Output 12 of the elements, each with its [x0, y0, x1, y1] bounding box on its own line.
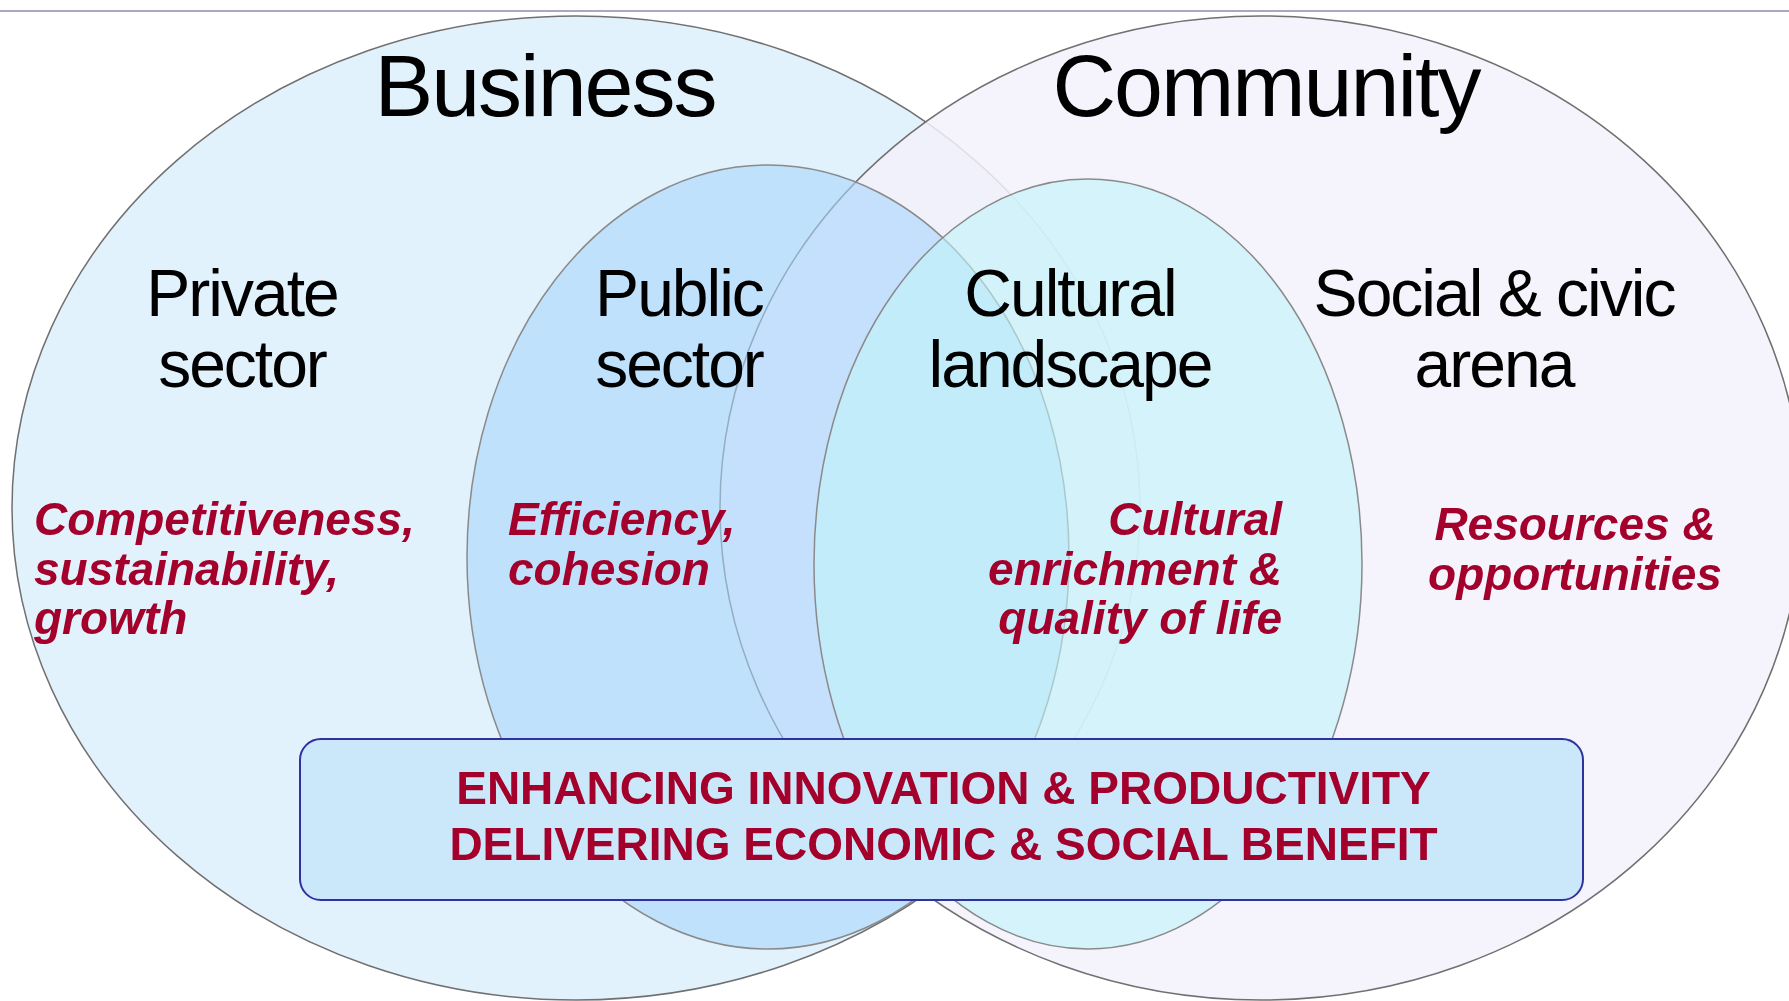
banner-box — [299, 738, 1584, 901]
sector-label: Cultural landscape — [927, 258, 1213, 401]
circle-title: Business — [373, 38, 717, 134]
goal-text: Competitiveness, sustainability, growth — [34, 495, 416, 644]
goal-text: Resources & opportunities — [1427, 500, 1723, 600]
sector-label: Private sector — [145, 258, 339, 401]
sector-label: Social & civic arena — [1312, 258, 1676, 401]
banner-text: ENHANCING INNOVATION & PRODUCTIVITY DELIVERING ECONOMIC & SOCIAL BENEFIT — [448, 761, 1439, 873]
sector-label: Public sector — [594, 258, 765, 401]
circle-title: Community — [1051, 38, 1481, 134]
goal-text: Efficiency, cohesion — [508, 495, 737, 595]
goal-text: Cultural enrichment & quality of life — [987, 495, 1282, 644]
